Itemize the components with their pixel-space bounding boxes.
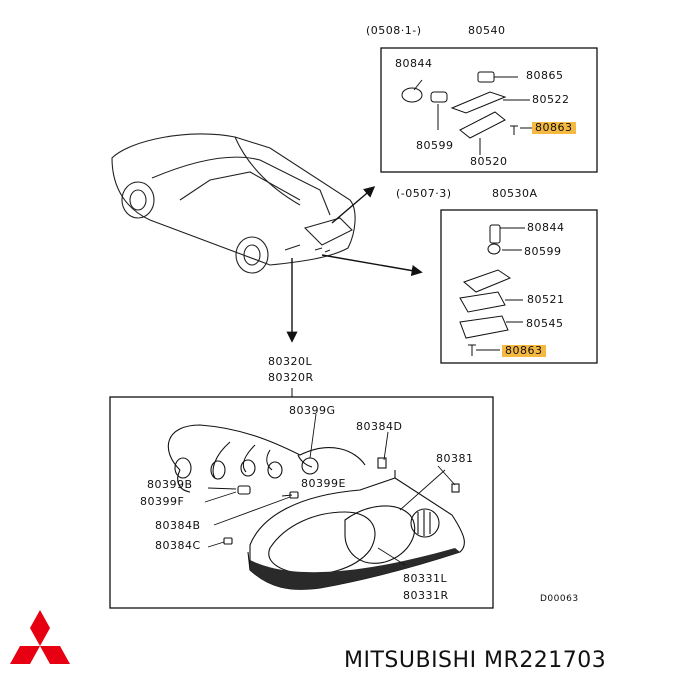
- lamp-lower-lens: [250, 548, 460, 590]
- part-80399B: 80399B: [147, 478, 193, 491]
- bottom-leaders: [204, 413, 456, 566]
- part-80399G: 80399G: [289, 404, 336, 417]
- assembly-number-top: 80540: [468, 24, 506, 37]
- mitsubishi-logo-icon: [10, 610, 70, 664]
- box-top: [380, 47, 598, 173]
- part-80599-top: 80599: [416, 139, 454, 152]
- part-80865: 80865: [526, 69, 564, 82]
- variant-label-top: (0508·1-): [366, 24, 422, 37]
- top-box-parts: [401, 71, 533, 155]
- part-80863-middle-highlighted: 80863: [502, 345, 546, 357]
- part-80520: 80520: [470, 155, 508, 168]
- part-80545: 80545: [526, 317, 564, 330]
- part-80381: 80381: [436, 452, 474, 465]
- part-80522: 80522: [532, 93, 570, 106]
- lamp-part-left: 80320L: [268, 355, 313, 368]
- wiring-harness: [167, 424, 460, 545]
- part-80399E: 80399E: [301, 477, 346, 490]
- part-80331R: 80331R: [403, 589, 449, 602]
- diagram-code: D00063: [540, 594, 579, 604]
- lamp-part-right: 80320R: [268, 371, 314, 384]
- part-80844-top: 80844: [395, 57, 433, 70]
- part-80331L: 80331L: [403, 572, 448, 585]
- arrow-to-top-box: [331, 186, 376, 224]
- part-80521: 80521: [527, 293, 565, 306]
- assembly-number-middle: 80530A: [492, 187, 538, 200]
- part-80599-middle: 80599: [524, 245, 562, 258]
- part-80399F: 80399F: [140, 495, 185, 508]
- part-80844-middle: 80844: [527, 221, 565, 234]
- part-80384B: 80384B: [155, 519, 201, 532]
- variant-label-middle: (-0507·3): [396, 187, 452, 200]
- middle-box-parts: [459, 224, 525, 356]
- car-illustration: [111, 133, 356, 274]
- part-80384C: 80384C: [155, 539, 201, 552]
- box-bottom: [109, 396, 494, 609]
- part-80384D: 80384D: [356, 420, 403, 433]
- brand-part-number: MITSUBISHI MR221703: [344, 648, 607, 673]
- arrow-to-middle-box: [321, 254, 423, 277]
- box-middle: [440, 209, 598, 364]
- part-80863-top-highlighted: 80863: [532, 122, 576, 134]
